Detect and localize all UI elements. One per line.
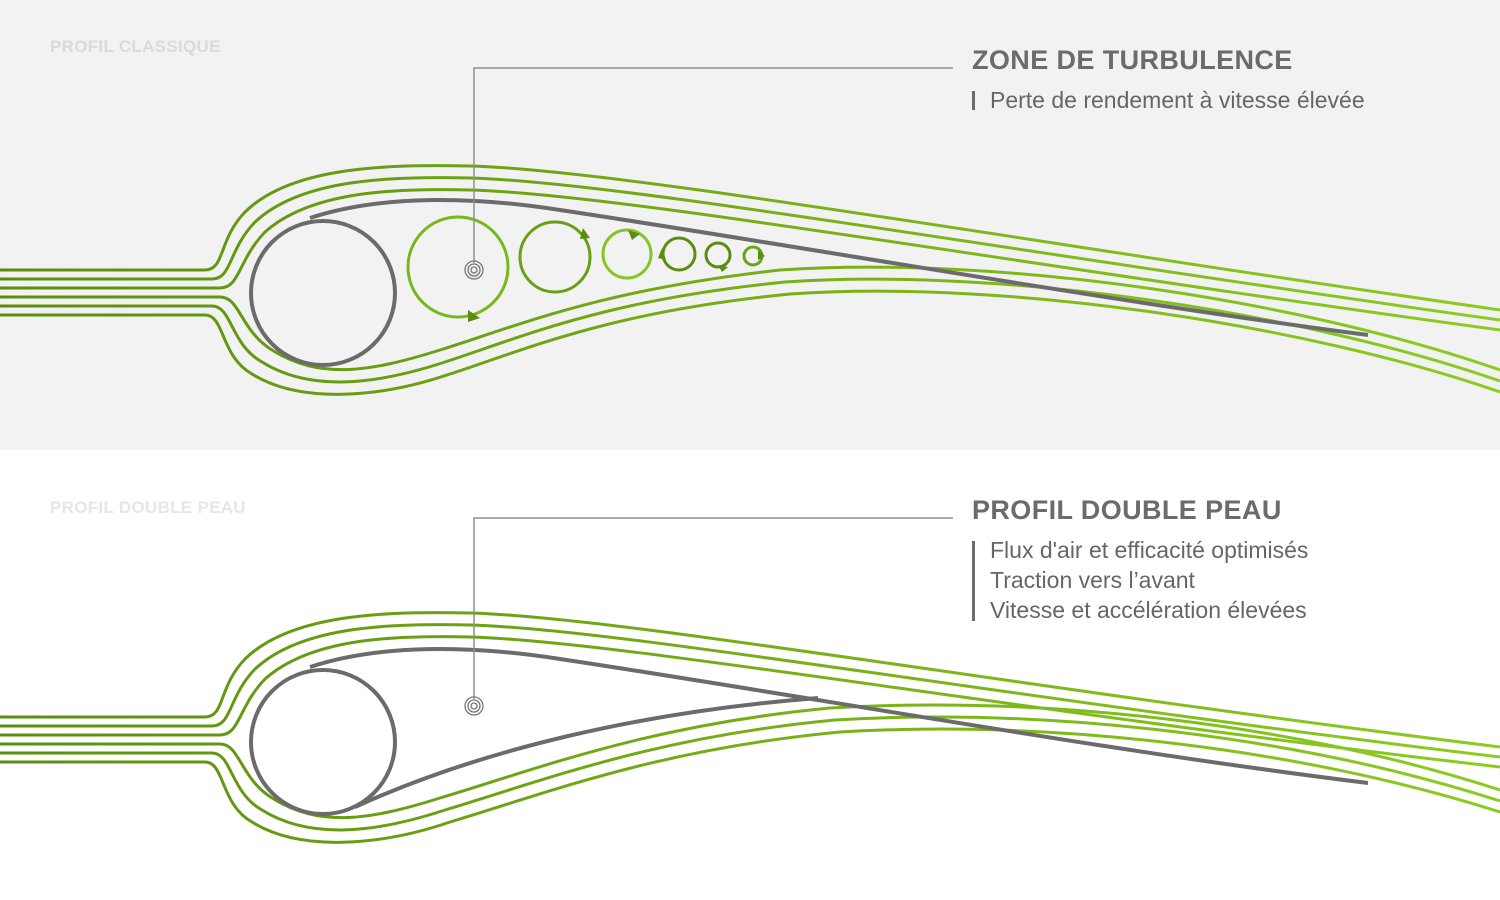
- vortex: [601, 228, 653, 280]
- leading-edge-tube: [249, 219, 397, 367]
- vortex-arrow-icon: [658, 248, 666, 260]
- upper-skin: [309, 647, 1369, 785]
- target-marker-icon: [464, 260, 484, 280]
- callout-line: Traction vers l’avant: [990, 567, 1195, 593]
- lower-streamlines: [0, 703, 1500, 844]
- vortex: [704, 241, 732, 269]
- streamline: [0, 715, 1500, 832]
- section-label: PROFIL CLASSIQUE: [50, 37, 221, 56]
- callout-description: Perte de rendement à vitesse élevée: [972, 87, 1365, 113]
- streamline: [0, 703, 1500, 820]
- lower-streamlines: [0, 265, 1500, 396]
- callout-line: Flux d'air et efficacité optimisés: [990, 537, 1309, 563]
- double-skin-wing-profile: [249, 647, 1369, 816]
- vortex: [518, 220, 592, 294]
- vortex-arrow-icon: [580, 228, 590, 239]
- streamline: [0, 188, 1500, 332]
- streamline: [0, 265, 1500, 372]
- leading-edge-tube: [249, 668, 397, 816]
- upper-streamlines: [0, 611, 1500, 769]
- double-skin-profile-diagram: [0, 517, 1500, 844]
- callout-title: PROFIL DOUBLE PEAU: [972, 495, 1282, 525]
- classic-wing-profile: [249, 198, 1369, 367]
- callout-description: Flux d'air et efficacité optimisés Tract…: [972, 537, 1308, 623]
- classic-profile-diagram: [0, 67, 1500, 396]
- vortex-arrow-icon: [468, 310, 480, 322]
- turbulence-vortices: [406, 215, 765, 322]
- vortex: [661, 236, 697, 272]
- classic-profile-panel: PROFIL CLASSIQUE ZONE DE TURBULENCE Pert…: [0, 0, 1500, 450]
- vortex-arrow-icon: [758, 250, 765, 260]
- streamline: [0, 635, 1500, 769]
- streamline: [0, 611, 1500, 749]
- vortex: [406, 215, 510, 319]
- target-marker-icon: [464, 696, 484, 716]
- vortex-arrow-icon: [718, 265, 728, 272]
- callout-line: Perte de rendement à vitesse élevée: [990, 87, 1365, 113]
- callout-leader-line: [473, 517, 953, 699]
- callout-line: Vitesse et accélération élevées: [990, 597, 1307, 623]
- streamline: [0, 289, 1500, 396]
- streamline: [0, 176, 1500, 322]
- lower-skin: [354, 696, 819, 809]
- streamline: [0, 277, 1500, 384]
- streamline: [0, 727, 1500, 844]
- vortex-arrow-icon: [628, 230, 640, 240]
- streamline: [0, 164, 1500, 312]
- streamline: [0, 623, 1500, 759]
- single-skin-surface: [309, 198, 1369, 337]
- section-label: PROFIL DOUBLE PEAU: [50, 498, 246, 517]
- callout-leader-line: [473, 67, 953, 263]
- upper-streamlines: [0, 164, 1500, 332]
- double-skin-profile-panel: PROFIL DOUBLE PEAU PROFIL DOUBLE PEAU Fl…: [0, 450, 1500, 900]
- callout-title: ZONE DE TURBULENCE: [972, 45, 1293, 75]
